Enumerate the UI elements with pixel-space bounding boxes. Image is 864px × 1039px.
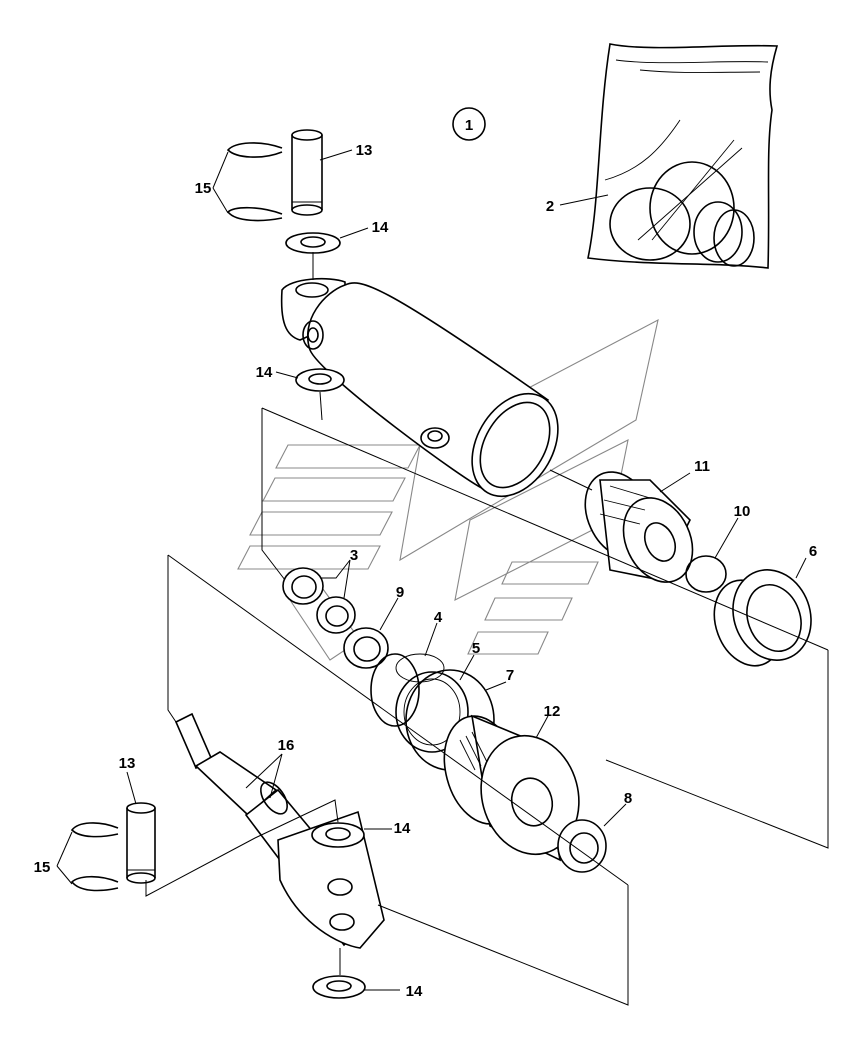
label-2: 2 <box>546 198 554 215</box>
label-14-bottom: 14 <box>406 983 423 1000</box>
washer-bottom-2 <box>312 975 366 999</box>
label-14-rod: 14 <box>394 820 411 837</box>
pin-bottom <box>126 802 156 884</box>
wiper-3a <box>282 567 324 605</box>
piston-rod <box>174 712 385 949</box>
wiper-3b <box>316 596 356 634</box>
pin-top <box>291 129 323 216</box>
nut-8 <box>557 819 607 873</box>
label-16: 16 <box>278 737 295 754</box>
washer-top-1 <box>285 232 341 254</box>
gland-head <box>584 471 694 583</box>
washer-top-2 <box>295 368 345 392</box>
band-4 <box>370 653 445 727</box>
clip-bottom <box>70 822 119 892</box>
o-ring-10 <box>685 555 727 593</box>
label-8: 8 <box>624 790 632 807</box>
label-12: 12 <box>544 703 561 720</box>
label-14-barrel: 14 <box>256 364 273 381</box>
assembly-number: 1 <box>465 117 473 134</box>
label-13-bottom: 13 <box>119 755 136 772</box>
seal-kit-bag <box>587 43 779 269</box>
bushing-6 <box>713 569 812 667</box>
assembly-guide-lines <box>145 252 829 1006</box>
label-15-top: 15 <box>195 180 212 197</box>
washer-bottom-1 <box>311 822 365 848</box>
label-7: 7 <box>506 667 514 684</box>
assembly-number-marker: 1 <box>452 107 486 141</box>
label-5: 5 <box>472 640 480 657</box>
label-14-top: 14 <box>372 219 389 236</box>
part-labels: 2 3 4 5 6 7 8 9 10 11 12 13 13 14 14 14 … <box>34 142 818 1000</box>
seal-9 <box>343 627 389 669</box>
label-11: 11 <box>694 458 710 475</box>
clip-top <box>226 142 283 222</box>
leader-lines <box>56 149 807 991</box>
piston-12 <box>443 714 580 862</box>
label-3: 3 <box>350 547 358 564</box>
label-10: 10 <box>734 503 751 520</box>
label-13-top: 13 <box>356 142 373 159</box>
label-15-bottom: 15 <box>34 859 51 876</box>
cylinder-barrel <box>280 277 559 498</box>
label-6: 6 <box>809 543 817 560</box>
label-9: 9 <box>396 584 404 601</box>
label-4: 4 <box>434 609 443 626</box>
